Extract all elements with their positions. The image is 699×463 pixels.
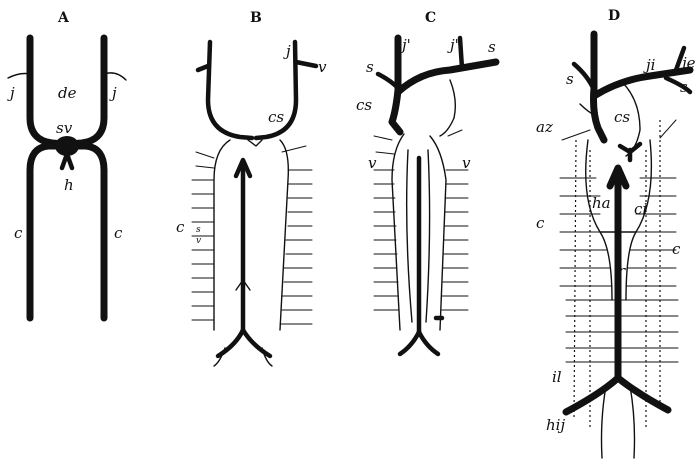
label-je: je	[679, 54, 696, 72]
right-iliac-c	[419, 332, 438, 354]
label-cs-d: cs	[614, 108, 630, 126]
label-c: c	[176, 218, 185, 236]
right-cardinal-vein	[70, 146, 104, 318]
label-s-left-c: s	[366, 58, 374, 76]
label-ha: ha	[592, 194, 611, 212]
right-inner-line-c	[426, 150, 430, 322]
label-il: il	[552, 368, 562, 386]
panel-d: D	[536, 8, 696, 458]
label-v2: v	[196, 236, 201, 246]
right-cardinal-d	[626, 140, 651, 300]
label-s: s	[196, 225, 201, 235]
left-jugular-twig	[198, 66, 208, 70]
label-de: de	[58, 84, 77, 102]
panel-c-title: C	[425, 10, 436, 26]
label-j-left: j	[7, 84, 15, 102]
label-r: r	[618, 262, 626, 280]
left-lower-outline-c	[392, 134, 404, 330]
right-hypogastric	[630, 386, 635, 458]
panel-d-title: D	[608, 8, 620, 24]
sinus-notch	[248, 140, 262, 146]
label-c-right-d: c	[672, 240, 681, 258]
heart-stub	[62, 154, 72, 168]
panel-a: A j de j sv h c c	[7, 10, 126, 318]
right-posterior-cardinal	[280, 140, 288, 330]
panel-b: B j v	[176, 10, 327, 366]
right-lower-outline-c	[430, 136, 446, 330]
label-c-left: c	[14, 224, 23, 242]
label-hij: hij	[546, 416, 565, 434]
label-ci: ci	[634, 200, 647, 218]
label-cs-c: cs	[356, 96, 372, 114]
left-outer-dotted	[574, 140, 576, 420]
label-j: j	[283, 42, 291, 60]
label-ji: ji	[643, 56, 656, 74]
label-sv: sv	[56, 119, 73, 137]
label-s-top-d: s	[566, 70, 574, 88]
right-jugular-c	[460, 38, 462, 68]
label-c-right: c	[114, 224, 123, 242]
right-iliac	[243, 330, 270, 356]
label-v: v	[318, 58, 327, 76]
left-hypogastric	[602, 386, 607, 458]
label-v-left-c: v	[368, 154, 377, 172]
left-anterior-vein	[208, 42, 252, 138]
left-posterior-cardinal	[214, 140, 230, 330]
label-s-right-c: s	[488, 38, 496, 56]
label-cs: cs	[268, 108, 284, 126]
label-j-right: j	[109, 84, 117, 102]
left-iliac	[218, 330, 243, 356]
label-v-right-c: v	[462, 154, 471, 172]
label-s-right-d: s	[680, 78, 688, 96]
right-duct-c	[440, 80, 455, 136]
label-h: h	[64, 176, 74, 194]
transverse-anastomosis	[398, 62, 496, 92]
left-inner-line-c	[407, 150, 412, 322]
panel-c: C s j' j'	[356, 10, 496, 354]
left-iliac-c	[400, 332, 419, 354]
label-j2-c: j'	[447, 36, 459, 54]
label-c-left-d: c	[536, 214, 545, 232]
left-cardinal-vein	[30, 146, 64, 318]
panel-b-title: B	[250, 10, 262, 26]
label-az: az	[536, 118, 553, 136]
left-segmental-veins-c	[374, 136, 399, 310]
panel-a-title: A	[57, 10, 70, 26]
right-jugular-twig	[296, 62, 316, 66]
